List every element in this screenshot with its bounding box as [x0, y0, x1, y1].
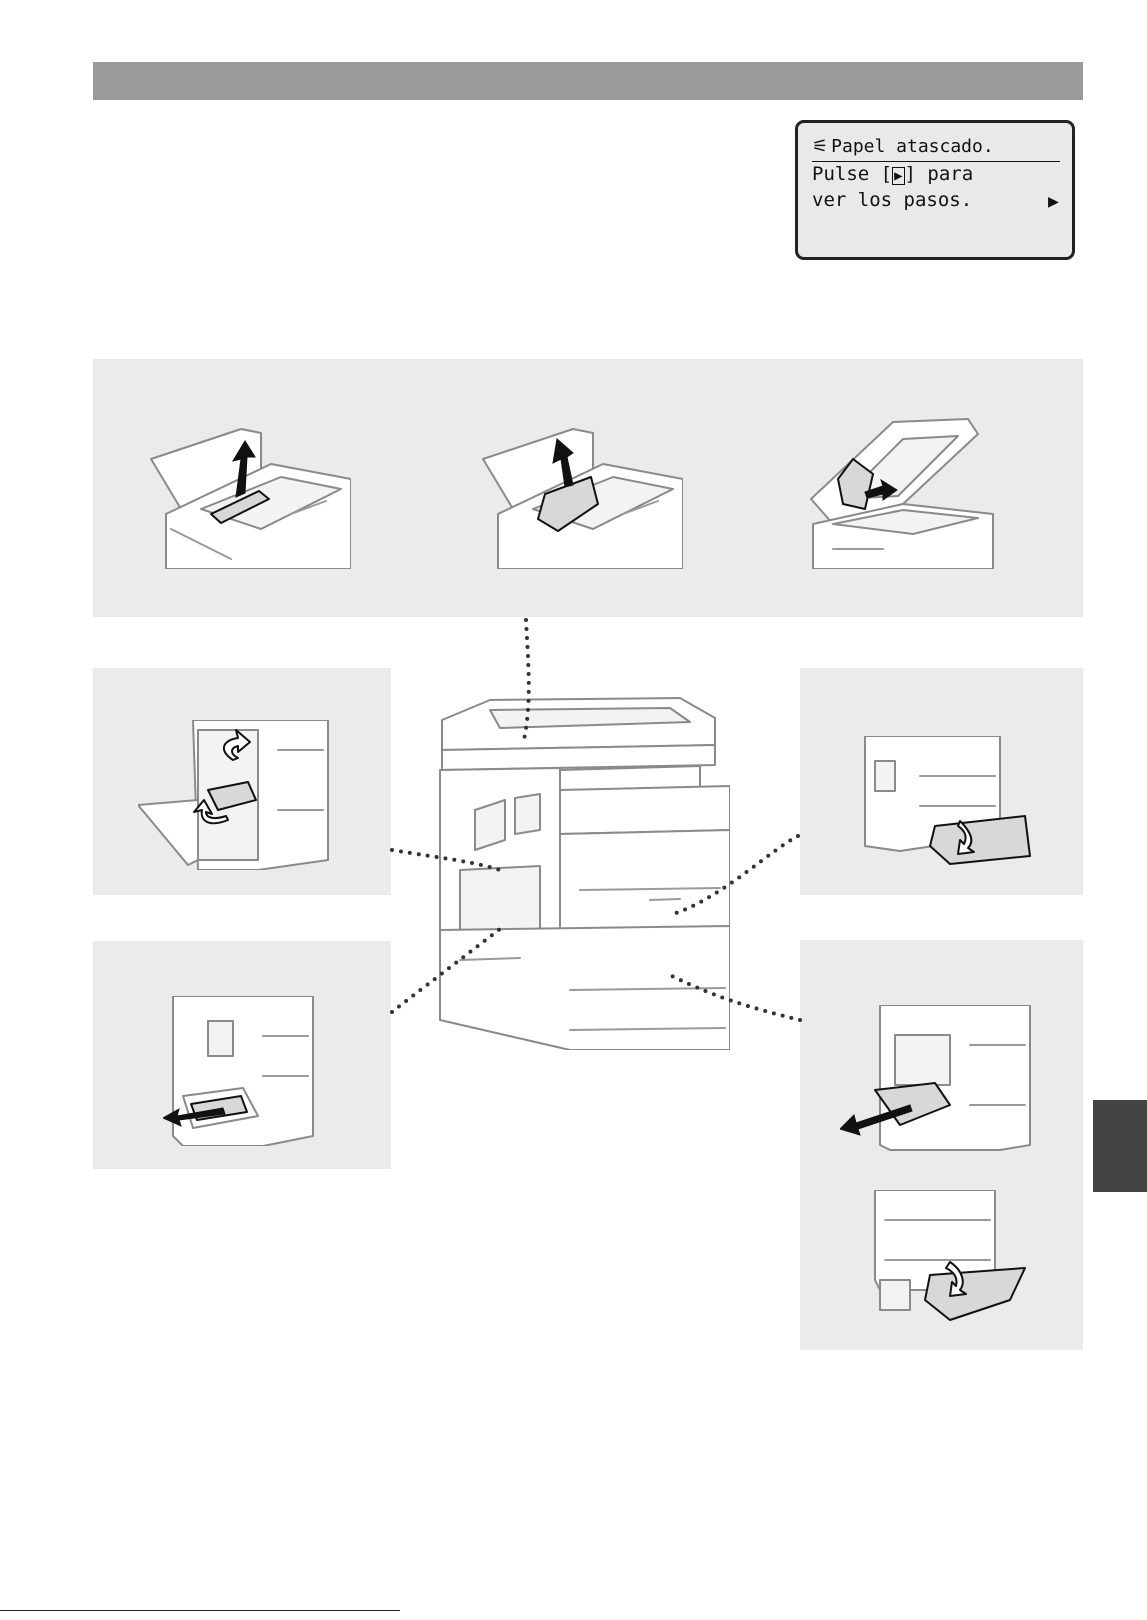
section-side-tab [1093, 1100, 1147, 1192]
footer-line [0, 1610, 400, 1611]
